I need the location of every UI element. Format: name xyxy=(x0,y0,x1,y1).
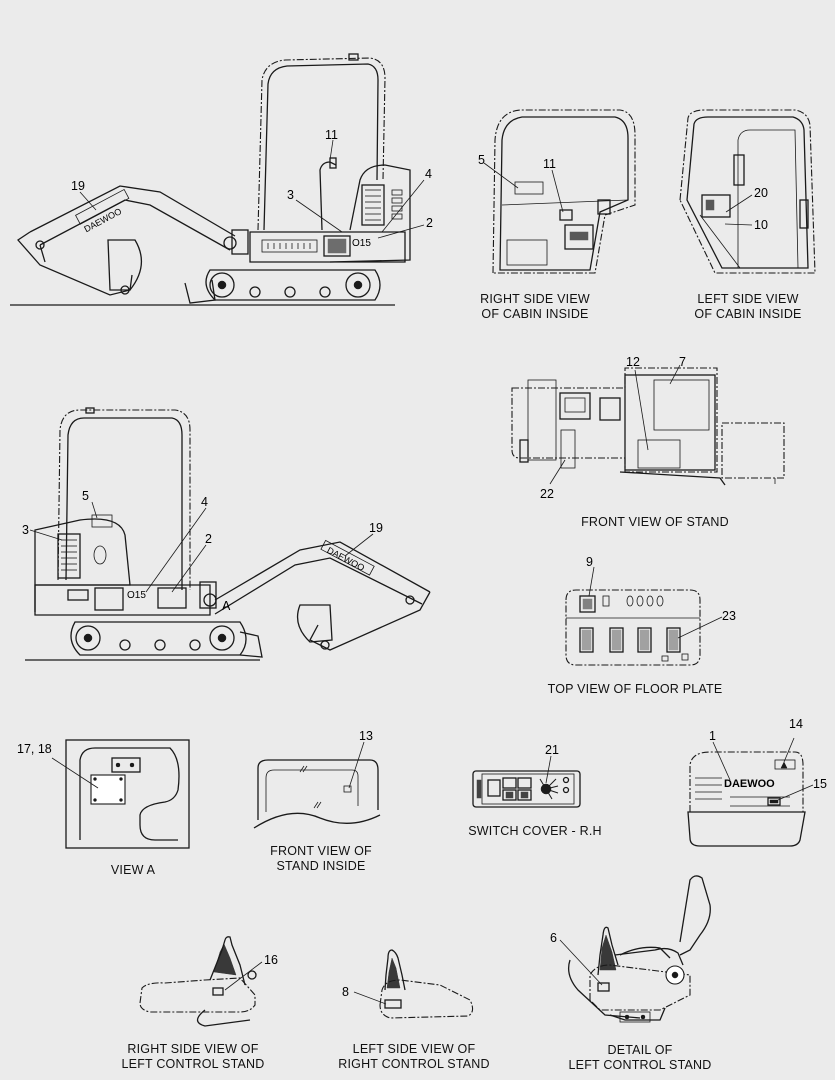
caption-left-side-right-stand: LEFT SIDE VIEW OF RIGHT CONTROL STAND xyxy=(326,1042,502,1072)
callout-4-right: 4 xyxy=(425,167,432,181)
switch-cover xyxy=(472,755,581,808)
callout-5-side: 5 xyxy=(82,489,89,503)
callout-19-right: 19 xyxy=(71,179,85,193)
callout-14: 14 xyxy=(789,717,803,731)
callout-3-side: 3 xyxy=(22,523,29,537)
view-a-marker: A xyxy=(222,599,231,613)
side-panel-decals: DAEWOO xyxy=(687,737,814,847)
front-view-of-stand-inside xyxy=(253,741,381,829)
model-decal-left: O15 xyxy=(127,590,146,601)
brand-decal-panel: DAEWOO xyxy=(724,778,775,790)
callout-22: 22 xyxy=(540,487,554,501)
callout-1: 1 xyxy=(709,729,716,743)
detail-left-control-stand xyxy=(559,875,711,1023)
caption-line: LEFT SIDE VIEW xyxy=(697,292,799,306)
callout-23: 23 xyxy=(722,609,736,623)
caption-line: OF CABIN INSIDE xyxy=(694,307,802,321)
model-decal: O15 xyxy=(352,238,371,249)
caption-line: RIGHT SIDE VIEW OF xyxy=(127,1042,259,1056)
caption-line: FRONT VIEW OF xyxy=(270,844,372,858)
caption-front-stand: FRONT VIEW OF STAND xyxy=(581,515,729,529)
caption-stand-inside: FRONT VIEW OF STAND INSIDE xyxy=(258,844,384,874)
callout-4-side: 4 xyxy=(201,495,208,509)
top-view-of-floor-plate xyxy=(565,566,723,666)
callout-17-18: 17, 18 xyxy=(17,742,52,756)
caption-line: OF CABIN INSIDE xyxy=(481,307,589,321)
caption-line: STAND INSIDE xyxy=(276,859,366,873)
caption-right-cabin: RIGHT SIDE VIEW OF CABIN INSIDE xyxy=(470,292,600,322)
callout-13: 13 xyxy=(359,729,373,743)
callout-21: 21 xyxy=(545,743,559,757)
view-a-detail xyxy=(51,739,190,849)
caption-switch-cover: SWITCH COVER - R.H xyxy=(468,824,602,838)
caption-right-side-left-stand: RIGHT SIDE VIEW OF LEFT CONTROL STAND xyxy=(105,1042,281,1072)
cabin-left-side-view xyxy=(679,109,816,274)
callout-5-cabin: 5 xyxy=(478,153,485,167)
caption-view-a: VIEW A xyxy=(110,863,156,877)
callout-20: 20 xyxy=(754,186,768,200)
callout-6: 6 xyxy=(550,931,557,945)
caption-line: LEFT CONTROL STAND xyxy=(121,1057,265,1071)
caption-line: DETAIL OF xyxy=(607,1043,673,1057)
cabin-right-side-view xyxy=(483,109,636,274)
callout-16: 16 xyxy=(264,953,278,967)
callout-12: 12 xyxy=(626,355,640,369)
front-view-of-stand xyxy=(511,364,785,486)
callout-2-right: 2 xyxy=(426,216,433,230)
callout-7: 7 xyxy=(679,355,686,369)
caption-detail-left-stand: DETAIL OF LEFT CONTROL STAND xyxy=(552,1043,728,1073)
callout-11-right: 11 xyxy=(325,128,338,142)
caption-left-cabin: LEFT SIDE VIEW OF CABIN INSIDE xyxy=(683,292,813,322)
callout-15: 15 xyxy=(813,777,827,791)
caption-floor-plate: TOP VIEW OF FLOOR PLATE xyxy=(547,682,723,696)
callout-10: 10 xyxy=(754,218,768,232)
caption-line: RIGHT CONTROL STAND xyxy=(338,1057,490,1071)
callout-11-cabin: 11 xyxy=(543,157,556,171)
excavator-right-side-view: O15 DAEWOO xyxy=(10,53,425,306)
callout-9: 9 xyxy=(586,555,593,569)
caption-line: LEFT CONTROL STAND xyxy=(568,1058,712,1072)
caption-line: RIGHT SIDE VIEW xyxy=(480,292,590,306)
right-side-left-control-stand xyxy=(139,936,263,1027)
callout-2-side: 2 xyxy=(205,532,212,546)
left-side-right-control-stand xyxy=(353,949,474,1019)
caption-line: LEFT SIDE VIEW OF xyxy=(352,1042,476,1056)
callout-19-side: 19 xyxy=(369,521,383,535)
callout-3-right: 3 xyxy=(287,188,294,202)
callout-8: 8 xyxy=(342,985,349,999)
